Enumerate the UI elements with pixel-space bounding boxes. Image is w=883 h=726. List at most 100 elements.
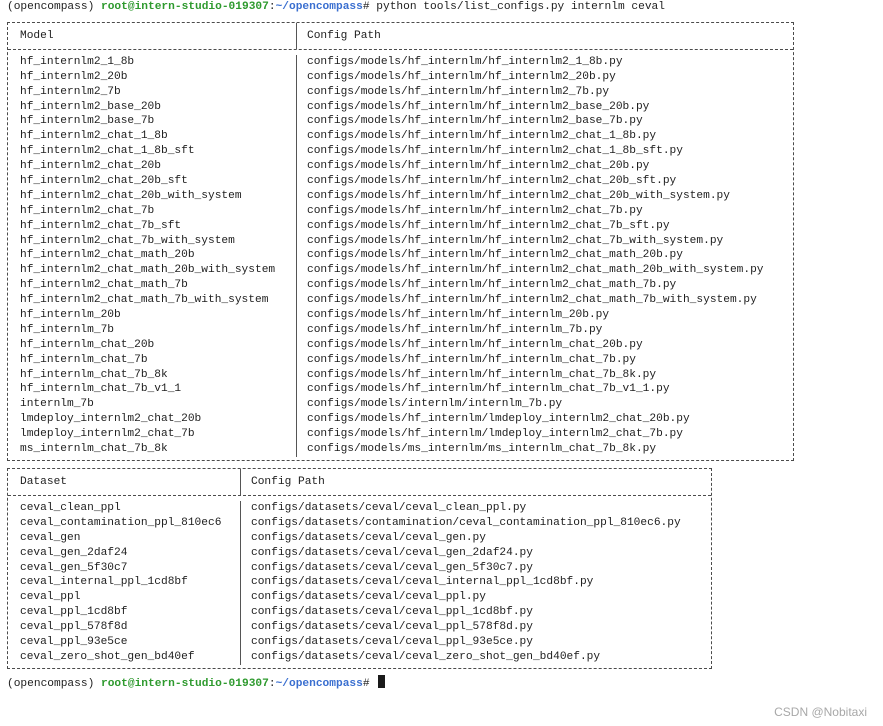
table-row: ceval_ppl_1cd8bf configs/datasets/ceval/c… — [8, 605, 711, 621]
table-row: internlm_7b configs/models/internlm/inter… — [8, 397, 793, 413]
row-name-cell: hf_internlm2_chat_math_20b_with_system — [8, 263, 297, 279]
prompt-line[interactable]: (opencompass) root@intern-studio-019307:… — [7, 674, 883, 690]
row-path-cell: configs/models/hf_internlm/hf_internlm_2… — [307, 309, 610, 322]
table-row: hf_internlm2_chat_7b_with_system configs/… — [8, 233, 793, 249]
row-name-cell: ceval_gen_5f30c7 — [8, 560, 241, 576]
row-name-cell: ceval_ppl_1cd8bf — [8, 605, 241, 621]
row-path-cell: configs/models/hf_internlm/hf_internlm2_… — [307, 100, 650, 113]
conda-env: (opencompass) — [7, 1, 95, 13]
table-row: hf_internlm2_chat_math_20b_with_system co… — [8, 263, 793, 279]
row-path-cell: configs/datasets/ceval/ceval_zero_shot_g… — [251, 650, 601, 663]
row-name-cell: hf_internlm2_chat_7b_with_system — [8, 233, 297, 249]
row-name-cell: hf_internlm2_base_20b — [8, 99, 297, 115]
row-name-cell: hf_internlm_20b — [8, 308, 297, 323]
datasets-table-header: Dataset Config Path — [8, 468, 711, 496]
prompt-hash: # — [362, 677, 370, 690]
row-name-cell: ceval_ppl — [8, 590, 241, 606]
row-name-cell: ceval_gen — [8, 530, 241, 546]
row-name-cell: hf_internlm_chat_7b_8k — [8, 367, 297, 383]
row-path-cell: configs/models/hf_internlm/hf_internlm2_… — [307, 70, 616, 83]
row-path-cell: configs/models/hf_internlm/lmdeploy_inte… — [307, 428, 683, 441]
text-cursor — [378, 674, 386, 688]
row-path-cell: configs/models/ms_internlm/ms_internlm_c… — [307, 443, 657, 456]
row-name-cell: hf_internlm2_chat_1_8b_sft — [8, 144, 297, 160]
row-name-cell: hf_internlm2_chat_20b — [8, 159, 297, 175]
row-path-cell: configs/datasets/ceval/ceval_ppl_93e5ce.… — [251, 635, 533, 648]
row-path-cell: configs/datasets/ceval/ceval_ppl.py — [251, 591, 486, 604]
row-name-cell: hf_internlm2_7b — [8, 84, 297, 100]
row-name-cell: hf_internlm2_chat_20b_sft — [8, 174, 297, 189]
row-path-cell: configs/models/hf_internlm/hf_internlm2_… — [307, 115, 643, 128]
row-path-cell: configs/models/hf_internlm/hf_internlm_c… — [307, 368, 657, 381]
table-row: ceval_ppl_578f8d configs/datasets/ceval/c… — [8, 620, 711, 635]
row-path-cell: configs/datasets/ceval/ceval_clean_ppl.p… — [251, 501, 527, 514]
table-row: hf_internlm2_chat_20b_with_system configs… — [8, 188, 793, 204]
row-path-cell: configs/models/hf_internlm/hf_internlm2_… — [307, 249, 683, 262]
row-path-cell: configs/models/hf_internlm/lmdeploy_inte… — [307, 413, 690, 426]
row-name-cell: hf_internlm_chat_7b — [8, 352, 297, 368]
table-row: hf_internlm_20b configs/models/hf_internl… — [8, 308, 793, 323]
row-path-cell: configs/datasets/ceval/ceval_gen_5f30c7.… — [251, 561, 533, 574]
row-name-cell: hf_internlm_7b — [8, 322, 297, 338]
row-path-cell: configs/models/hf_internlm/hf_internlm2_… — [307, 175, 677, 188]
table-row: hf_internlm2_chat_math_20b configs/models… — [8, 248, 793, 264]
row-path-cell: configs/datasets/contamination/ceval_con… — [251, 516, 681, 529]
table-row: hf_internlm2_chat_20b_sft configs/models/… — [8, 174, 793, 189]
row-name-cell: hf_internlm2_20b — [8, 69, 297, 85]
row-path-cell: configs/models/hf_internlm/hf_internlm2_… — [307, 264, 764, 277]
table-row: ceval_contamination_ppl_810ec6 configs/da… — [8, 515, 711, 531]
row-name-cell: lmdeploy_internlm2_chat_7b — [8, 427, 297, 443]
table-row: ceval_gen_5f30c7 configs/datasets/ceval/c… — [8, 560, 711, 576]
command-text: python tools/list_configs.py internlm ce… — [369, 1, 665, 13]
row-path-cell: configs/models/hf_internlm/hf_internlm_c… — [307, 383, 670, 396]
row-path-cell: configs/models/hf_internlm/hf_internlm2_… — [307, 55, 623, 68]
header-model: Model — [8, 22, 297, 49]
row-path-cell: configs/models/hf_internlm/hf_internlm2_… — [307, 234, 724, 247]
row-path-cell: configs/models/hf_internlm/hf_internlm_7… — [307, 323, 603, 336]
terminal[interactable]: (opencompass) root@intern-studio-019307:… — [7, 0, 883, 690]
row-name-cell: ceval_contamination_ppl_810ec6 — [8, 515, 241, 531]
row-path-cell: configs/datasets/ceval/ceval_ppl_578f8d.… — [251, 621, 533, 634]
user-host: root@intern-studio-019307 — [101, 1, 269, 13]
row-path-cell: configs/datasets/ceval/ceval_ppl_1cd8bf.… — [251, 606, 533, 619]
table-row: hf_internlm_chat_7b_8k configs/models/hf_… — [8, 367, 793, 383]
current-path: ~/opencompass — [275, 677, 363, 690]
watermark: CSDN @Nobitaxi — [774, 705, 867, 719]
row-name-cell: hf_internlm2_chat_20b_with_system — [8, 188, 297, 204]
table-row: lmdeploy_internlm2_chat_7b configs/models… — [8, 427, 793, 443]
models-table-body: hf_internlm2_1_8b configs/models/hf_inter… — [8, 50, 793, 460]
row-name-cell: internlm_7b — [8, 397, 297, 413]
row-name-cell: hf_internlm2_chat_math_20b — [8, 248, 297, 264]
row-name-cell: hf_internlm2_chat_math_7b — [8, 278, 297, 294]
table-row: hf_internlm2_20b configs/models/hf_intern… — [8, 69, 793, 85]
conda-env: (opencompass) — [7, 677, 95, 690]
prompt-sep: : — [268, 677, 276, 690]
row-path-cell: configs/models/internlm/internlm_7b.py — [307, 398, 563, 411]
row-name-cell: lmdeploy_internlm2_chat_20b — [8, 412, 297, 428]
header-config-path: Config Path — [307, 29, 381, 42]
row-name-cell: ceval_ppl_93e5ce — [8, 634, 241, 650]
row-path-cell: configs/models/hf_internlm/hf_internlm2_… — [307, 204, 643, 217]
table-row: hf_internlm2_1_8b configs/models/hf_inter… — [8, 54, 793, 70]
row-path-cell: configs/models/hf_internlm/hf_internlm2_… — [307, 189, 730, 202]
row-name-cell: hf_internlm2_chat_7b_sft — [8, 218, 297, 234]
models-table-header: Model Config Path — [8, 22, 793, 50]
row-name-cell: ceval_ppl_578f8d — [8, 620, 241, 635]
row-name-cell: hf_internlm2_1_8b — [8, 54, 297, 70]
table-row: lmdeploy_internlm2_chat_20b configs/model… — [8, 412, 793, 428]
prompt-sep: : — [268, 1, 276, 13]
header-config-path: Config Path — [251, 475, 325, 488]
